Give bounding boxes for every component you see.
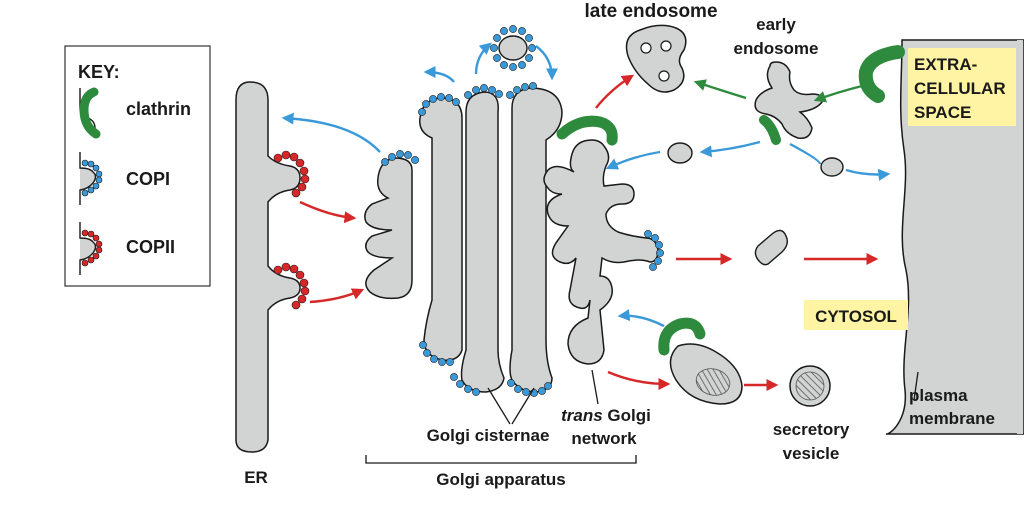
clathrin-coat-membrane bbox=[858, 45, 905, 103]
label-golgi-cisternae: Golgi cisternae bbox=[427, 426, 550, 445]
key-label-copii: COPII bbox=[126, 237, 175, 257]
cytosol-box bbox=[804, 300, 908, 330]
label-early-endosome-1: early bbox=[756, 15, 796, 34]
label-late-endosome: late endosome bbox=[584, 1, 717, 22]
vesicle-recycling-1 bbox=[667, 142, 693, 164]
label-er: ER bbox=[244, 468, 268, 487]
label-extracellular-3: SPACE bbox=[914, 103, 971, 122]
golgi-cisterna-2 bbox=[419, 97, 463, 362]
secretory-vesicle bbox=[789, 365, 831, 407]
golgi-cis-cisterna bbox=[364, 157, 413, 300]
late-endosome bbox=[625, 24, 687, 93]
label-secretory-vesicle-1: secretory bbox=[773, 420, 850, 439]
vesicle-recycling-2 bbox=[820, 157, 844, 177]
clathrin-coat-tgn bbox=[556, 115, 618, 146]
label-golgi-apparatus: Golgi apparatus bbox=[436, 470, 565, 489]
golgi-cisterna-3 bbox=[460, 91, 505, 393]
plasma-membrane bbox=[885, 39, 1024, 435]
key-title: KEY: bbox=[78, 62, 120, 82]
secretory-vesicle-immature bbox=[658, 317, 743, 405]
label-early-endosome-2: endosome bbox=[733, 39, 818, 58]
clathrin-coat-endosome bbox=[759, 115, 781, 145]
label-trans-golgi-network: network bbox=[571, 429, 637, 448]
transport-arrows bbox=[281, 42, 891, 391]
label-pointers bbox=[365, 369, 919, 464]
golgi-apparatus-bracket bbox=[365, 455, 637, 464]
label-cytosol: CYTOSOL bbox=[815, 307, 897, 326]
label-plasma-membrane-1: plasma bbox=[909, 386, 968, 405]
extracellular-space-box bbox=[908, 48, 1016, 126]
trans-golgi-network bbox=[543, 139, 659, 365]
key-label-copi: COPI bbox=[126, 169, 170, 189]
label-trans-golgi: trans Golgi bbox=[561, 406, 651, 425]
key-box: KEY: clathrin COPI COPII bbox=[64, 45, 211, 287]
vesicle-constitutive bbox=[754, 229, 789, 266]
label-extracellular-2: CELLULAR bbox=[914, 79, 1006, 98]
label-extracellular-1: EXTRA- bbox=[914, 55, 977, 74]
copi-vesicle bbox=[490, 25, 536, 71]
label-secretory-vesicle-2: vesicle bbox=[783, 444, 840, 463]
clathrin-icon bbox=[79, 87, 101, 139]
endoplasmic-reticulum bbox=[235, 81, 310, 453]
golgi-cisterna-4 bbox=[509, 87, 563, 393]
copi-icon bbox=[81, 159, 103, 197]
label-plasma-membrane-2: membrane bbox=[909, 409, 995, 428]
key-label-clathrin: clathrin bbox=[126, 99, 191, 119]
early-endosome bbox=[754, 61, 824, 140]
copii-icon bbox=[81, 229, 103, 267]
